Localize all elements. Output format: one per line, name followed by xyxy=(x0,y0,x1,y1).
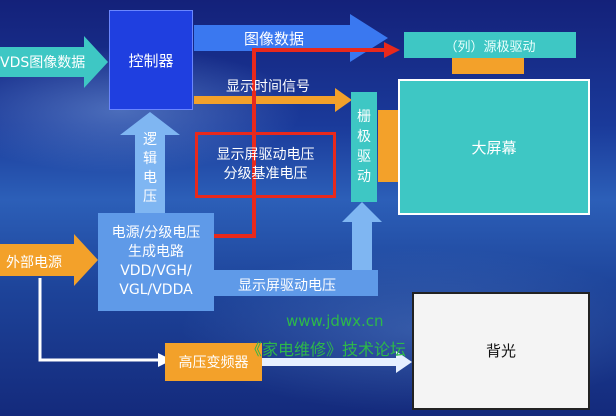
external-power-label: 外部电源 xyxy=(6,255,62,271)
reference-voltage-box: 显示屏驱动电压 分级基准电压 xyxy=(195,132,336,198)
logic-voltage-arrow xyxy=(120,112,180,213)
lvds-input-arrow xyxy=(0,36,108,88)
source-driver-label: （列）源极驱动 xyxy=(444,39,536,55)
inverter-box: 高压变频器 xyxy=(165,343,262,381)
website-watermark: www.jdwx.cn xyxy=(286,312,384,330)
display-timing-arrow xyxy=(194,88,352,112)
power-circuit-box: 电源/分级电压 生成电路 VDD/VGH/ VGL/VDDA xyxy=(98,213,214,311)
reference-voltage-line xyxy=(214,48,386,238)
gate-driver-label: 栅 极 驱 动 xyxy=(357,109,371,185)
inverter-label: 高压变频器 xyxy=(178,355,249,371)
reference-voltage-label: 显示屏驱动电压 分级基准电压 xyxy=(216,147,315,182)
source-driver-box: （列）源极驱动 xyxy=(404,32,576,58)
drive-voltage-label: 显示屏驱动电压 xyxy=(238,278,336,294)
controller-label: 控制器 xyxy=(128,51,174,70)
controller-box: 控制器 xyxy=(109,10,193,110)
external-power-arrow xyxy=(0,234,98,286)
source-driver-orange-link xyxy=(452,58,524,74)
power-to-inverter-line xyxy=(38,278,160,362)
reference-voltage-arrowhead xyxy=(384,42,400,58)
drive-voltage-bar xyxy=(214,270,378,296)
backlight-box: 背光 xyxy=(412,292,590,410)
power-circuit-label: 电源/分级电压 生成电路 VDD/VGH/ VGL/VDDA xyxy=(111,225,201,298)
image-data-label: 图像数据 xyxy=(244,30,305,48)
gate-driver-box: 栅 极 驱 动 xyxy=(351,92,377,202)
big-screen-box: 大屏幕 xyxy=(398,79,590,215)
display-timing-label: 显示时间信号 xyxy=(226,79,310,95)
gate-drive-voltage-arrow xyxy=(342,202,382,270)
backlight-label: 背光 xyxy=(485,342,516,360)
inverter-to-backlight-arrow xyxy=(262,351,412,373)
gate-to-screen-link xyxy=(378,110,400,182)
lvds-input-label: VDS图像数据 xyxy=(0,55,86,71)
logic-voltage-label: 逻 辑 电 压 xyxy=(143,132,157,205)
big-screen-label: 大屏幕 xyxy=(471,139,517,157)
forum-watermark: 《家电维修》技术论坛 xyxy=(246,340,407,359)
